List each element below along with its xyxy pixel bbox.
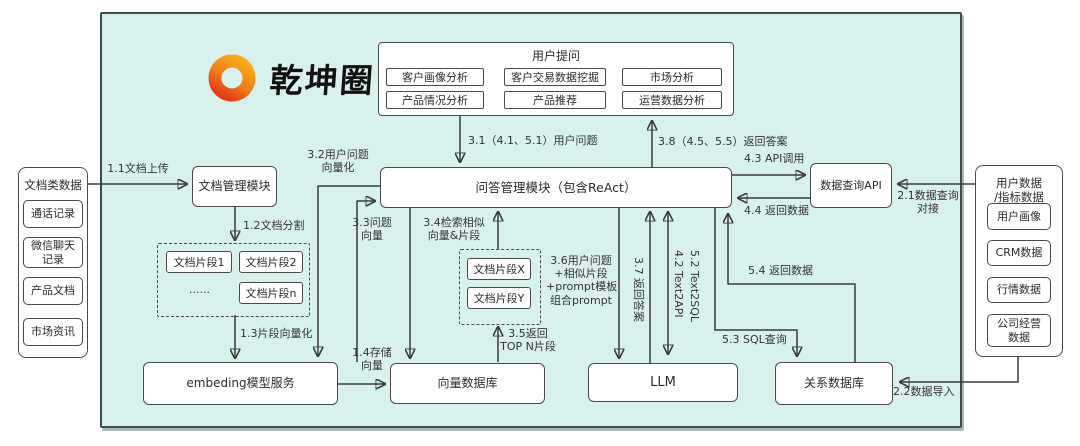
- doc-fragment-x: 文档片段X: [467, 258, 531, 280]
- doc-data-item-market-info: 市场资讯: [23, 318, 83, 346]
- edge-label-5-4: 5.4 返回数据: [748, 264, 813, 277]
- edge-label-5-2: 5.2 Text2SQL: [688, 250, 701, 323]
- edge-label-1-2: 1.2文档分割: [243, 219, 305, 232]
- vector-db: 向量数据库: [390, 363, 545, 404]
- user-data-item-crm: CRM数据: [987, 240, 1051, 266]
- doc-fragment-y: 文档片段Y: [467, 287, 531, 309]
- user-data-item-company-ops: 公司经营数据: [987, 314, 1051, 347]
- doc-fragments-group: [157, 243, 310, 317]
- data-query-api: 数据查询API: [810, 163, 892, 208]
- doc-fragment-2: 文档片段2: [239, 251, 303, 273]
- relational-db: 关系数据库: [775, 362, 893, 405]
- logo: 乾坤圈: [208, 54, 377, 102]
- edge-label-4-3: 4.3 API调用: [744, 152, 805, 165]
- edge-label-2-2: 2.2数据导入: [893, 385, 955, 398]
- doc-fragment-dots: ......: [189, 283, 210, 296]
- doc-data-title: 文档类数据: [24, 178, 82, 192]
- user-data-title: 用户数据 /指标数据: [994, 176, 1044, 205]
- edge-label-3-2: 3.2用户问题向量化: [307, 148, 369, 175]
- edge-label-3-4: 3.4检索相似向量&片段: [423, 216, 485, 243]
- doc-mgmt-module: 文档管理模块: [192, 166, 277, 207]
- doc-fragment-1: 文档片段1: [166, 251, 232, 273]
- edge-label-3-7: 3.7 返回答案: [632, 257, 645, 322]
- top-fragments-group: [459, 249, 541, 325]
- embedding-service: embeding模型服务: [143, 362, 338, 405]
- doc-data-item-call-records: 通话记录: [23, 200, 83, 228]
- user-data-item-quotes: 行情数据: [987, 277, 1051, 303]
- edge-label-3-8: 3.8（4.5、5.5）返回答案: [658, 135, 788, 148]
- llm: LLM: [588, 363, 738, 402]
- edge-label-3-1: 3.1（4.1、5.1）用户问题: [468, 134, 598, 147]
- question-transaction-mining: 客户交易数据挖掘: [504, 68, 606, 86]
- qa-module: 问答管理模块（包含ReAct）: [380, 167, 732, 208]
- edge-label-1-1: 1.1文档上传: [107, 162, 169, 175]
- doc-data-item-product-docs: 产品文档: [23, 277, 83, 305]
- question-product-status: 产品情况分析: [386, 91, 484, 109]
- doc-data-item-wechat-records: 微信聊天记录: [23, 237, 83, 268]
- user-question-title: 用户提问: [531, 49, 580, 63]
- question-operation-analysis: 运营数据分析: [622, 91, 722, 109]
- edge-label-3-6: 3.6用户问题+相似片段+prompt模板组合prompt: [546, 254, 618, 307]
- edge-label-5-3: 5.3 SQL查询: [722, 333, 787, 346]
- edge-label-3-3: 3.3问题向量: [352, 216, 392, 243]
- edge-label-1-3: 1.3片段向量化: [240, 327, 313, 340]
- edge-label-1-4: 1.4存储向量: [352, 346, 392, 373]
- edge-label-2-1: 2.1数据查询对接: [897, 189, 959, 216]
- logo-text: 乾坤圈: [268, 61, 377, 100]
- edge-label-4-4: 4.4 返回数据: [744, 204, 809, 217]
- question-customer-portrait: 客户画像分析: [386, 68, 484, 86]
- user-data-item-user-profile: 用户画像: [987, 203, 1051, 230]
- edge-label-4-2: 4.2 Text2API: [672, 250, 685, 318]
- doc-fragment-n: 文档片段n: [239, 282, 303, 304]
- question-market-analysis: 市场分析: [622, 68, 722, 86]
- logo-ring-icon: [208, 54, 256, 102]
- question-product-recommend: 产品推荐: [504, 91, 606, 109]
